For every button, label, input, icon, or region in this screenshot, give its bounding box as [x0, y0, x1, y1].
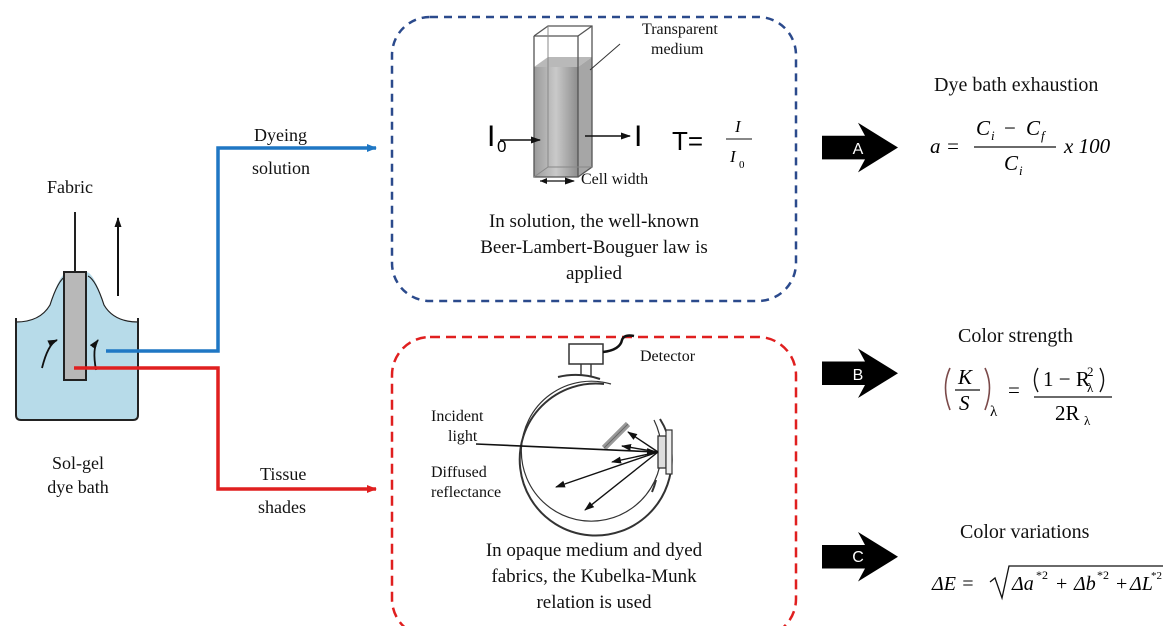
formula-c-term2: Δb [1073, 573, 1096, 595]
detector-label: Detector [640, 348, 696, 365]
formula-a-lhs: a = [930, 134, 960, 158]
color-variations-title: Color variations [960, 521, 1090, 543]
formula-a-num-c1: C [976, 116, 991, 140]
beer-lambert-caption-line2: Beer-Lambert-Bouguer law is [480, 237, 708, 258]
badge-c-arrow [822, 531, 898, 582]
dyeing-solution-connector [106, 144, 377, 353]
formula-exhaustion: a = C i − C f C i x 100 [930, 116, 1111, 178]
detector-box [568, 343, 604, 365]
beer-lambert-caption-line3: applied [566, 263, 622, 284]
reflected-arrow-3 [611, 451, 659, 464]
formula-b-den: 2R [1055, 401, 1080, 425]
reflected-arrow-1 [627, 431, 659, 453]
formula-b-eq: = [1008, 378, 1020, 402]
dyeing-label-line1: Dyeing [254, 125, 307, 145]
transparent-medium-line1: Transparent [642, 21, 718, 38]
transmittance-denominator: I [729, 147, 737, 166]
badge-b-label: B [853, 367, 864, 384]
i0-label: I [487, 120, 495, 153]
kubelka-munk-caption-line3: relation is used [536, 592, 652, 613]
transmittance-denominator-sub: 0 [739, 159, 745, 171]
formula-c-sup1: *2 [1036, 568, 1048, 582]
formula-color-variation: ΔE = Δa *2 + Δb *2 + ΔL *2 [931, 565, 1163, 601]
transmittance-t: T= [672, 126, 703, 156]
formula-a-num-sub-f: f [1041, 128, 1047, 143]
formula-c-lhs: ΔE = [931, 573, 974, 595]
transmittance-numerator: I [734, 117, 742, 136]
bath-label-line2: dye bath [47, 477, 109, 497]
reflected-arrow-2 [621, 444, 659, 453]
badge-b-arrow [822, 348, 898, 399]
reflected-arrow-5 [584, 451, 659, 511]
cuvette-illustration [533, 25, 621, 178]
dyeing-label-line2: solution [252, 158, 311, 178]
formula-b-den-sub: λ [1084, 413, 1091, 428]
badge-c-label: C [852, 549, 864, 566]
formula-c-plus1: + [1056, 573, 1067, 595]
flow-arrow-left [41, 339, 58, 369]
formula-b-k: K [957, 365, 973, 389]
formula-b-num: 1 − R [1043, 367, 1090, 391]
badge-a-label: A [853, 141, 864, 158]
kubelka-munk-caption: In opaque medium and dyed fabrics, the K… [432, 538, 756, 616]
bath-container [15, 318, 139, 421]
beer-lambert-caption-line1: In solution, the well-known [488, 211, 700, 232]
formula-c-term1: Δa [1011, 573, 1034, 595]
i-label: I [634, 120, 642, 153]
incident-light-arrow [475, 443, 657, 456]
formula-a-minus: − [1004, 116, 1016, 140]
fabric-strip [63, 271, 87, 381]
incident-light-line2: light [448, 428, 478, 445]
formula-a-tail: x 100 [1063, 134, 1111, 158]
formula-b-num-sup: 2 [1087, 364, 1094, 379]
transparent-medium-line2: medium [651, 41, 704, 58]
diffused-reflectance-line2: reflectance [431, 484, 502, 501]
formula-c-plus2: + [1116, 573, 1127, 595]
formula-b-num-sub: λ [1087, 380, 1094, 395]
tissue-label-line1: Tissue [260, 464, 307, 484]
formula-color-strength: K S λ = 1 − R 2 λ 2R λ [944, 364, 1112, 428]
badge-a-arrow [822, 122, 898, 173]
kubelka-munk-caption-line1: In opaque medium and dyed [485, 540, 703, 561]
formula-a-den-sub-i: i [1019, 163, 1023, 178]
bath-label-line1: Sol-gel [52, 453, 104, 473]
tissue-label-line2: shades [258, 497, 306, 517]
dye-bath-exhaustion-title: Dye bath exhaustion [934, 74, 1099, 96]
formula-b-s: S [959, 391, 970, 415]
formula-a-den-c: C [1004, 151, 1019, 175]
integrating-sphere [518, 334, 673, 537]
dye-bath-illustration [15, 212, 139, 421]
cell-width-label: Cell width [581, 171, 649, 188]
fabric-label: Fabric [47, 177, 93, 197]
formula-a-num-c2: C [1026, 116, 1041, 140]
kubelka-munk-box [390, 335, 798, 626]
formula-a-num-sub-i: i [991, 128, 995, 143]
formula-c-sup3: *2 [1151, 570, 1162, 582]
reflected-arrow-4 [555, 451, 659, 488]
formula-c-sup2: *2 [1097, 568, 1109, 582]
tissue-shades-connector [74, 366, 377, 493]
beer-lambert-box [390, 15, 798, 303]
incident-light-line1: Incident [431, 408, 484, 425]
color-strength-title: Color strength [958, 325, 1073, 347]
kubelka-munk-caption-line2: fabrics, the Kubelka-Munk [491, 566, 697, 587]
i0-subscript: 0 [497, 137, 506, 156]
formula-b-lambda: λ [990, 404, 998, 420]
diffused-reflectance-line1: Diffused [431, 464, 487, 481]
formula-c-term3: ΔL [1129, 573, 1153, 595]
beer-lambert-caption: In solution, the well-known Beer-Lambert… [432, 209, 756, 287]
